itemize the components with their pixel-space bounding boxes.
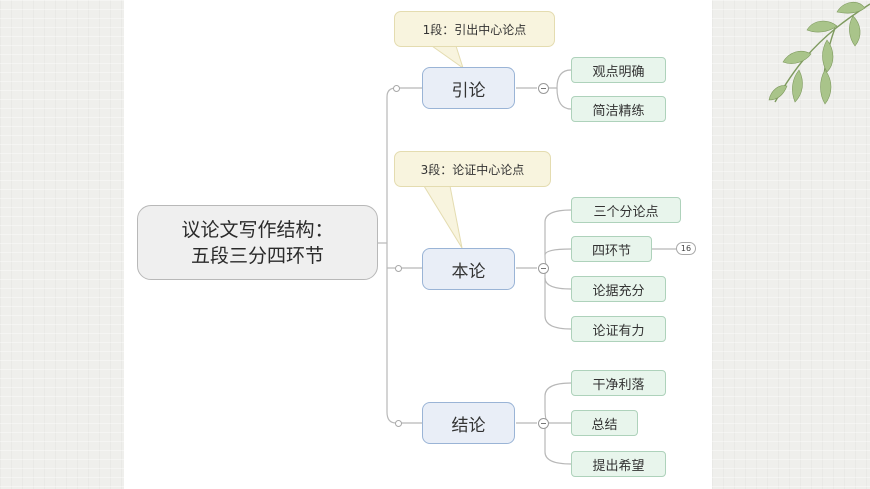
central-topic-line2: 五段三分四环节 (190, 244, 324, 267)
decorative-leaves-icon (768, 1, 870, 105)
subtopic-body-1[interactable]: 三个分论点 (571, 197, 681, 223)
subtopic-conclusion-1[interactable]: 干净利落 (571, 370, 666, 396)
subtopic-body-4[interactable]: 论证有力 (571, 316, 666, 342)
junction-dot-body (395, 265, 402, 272)
paper-texture-right (712, 0, 870, 489)
topic-body[interactable]: 本论 (422, 248, 515, 290)
collapse-toggle-intro[interactable] (538, 83, 549, 94)
topic-conclusion[interactable]: 结论 (422, 402, 515, 444)
junction-dot-conclusion (395, 420, 402, 427)
subtopic-intro-2[interactable]: 简洁精练 (571, 96, 666, 122)
collapse-toggle-body[interactable] (538, 263, 549, 274)
callout-intro[interactable]: 1段：引出中心论点 (394, 11, 555, 47)
callout-body[interactable]: 3段：论证中心论点 (394, 151, 551, 187)
subtopic-conclusion-3[interactable]: 提出希望 (571, 451, 666, 477)
subtopic-intro-1[interactable]: 观点明确 (571, 57, 666, 83)
central-topic-line1: 议论文写作结构： (181, 218, 334, 241)
junction-dot-intro (393, 85, 400, 92)
collapse-toggle-conclusion[interactable] (538, 418, 549, 429)
subtopic-body-3[interactable]: 论据充分 (571, 276, 666, 302)
subtopic-body-2[interactable]: 四环节 (571, 236, 652, 262)
central-topic[interactable]: 议论文写作结构： 五段三分四环节 (137, 205, 378, 280)
paper-texture-left (0, 0, 124, 489)
topic-intro[interactable]: 引论 (422, 67, 515, 109)
subtopic-conclusion-2[interactable]: 总结 (571, 410, 638, 436)
hidden-children-count-badge[interactable]: 16 (676, 242, 696, 255)
